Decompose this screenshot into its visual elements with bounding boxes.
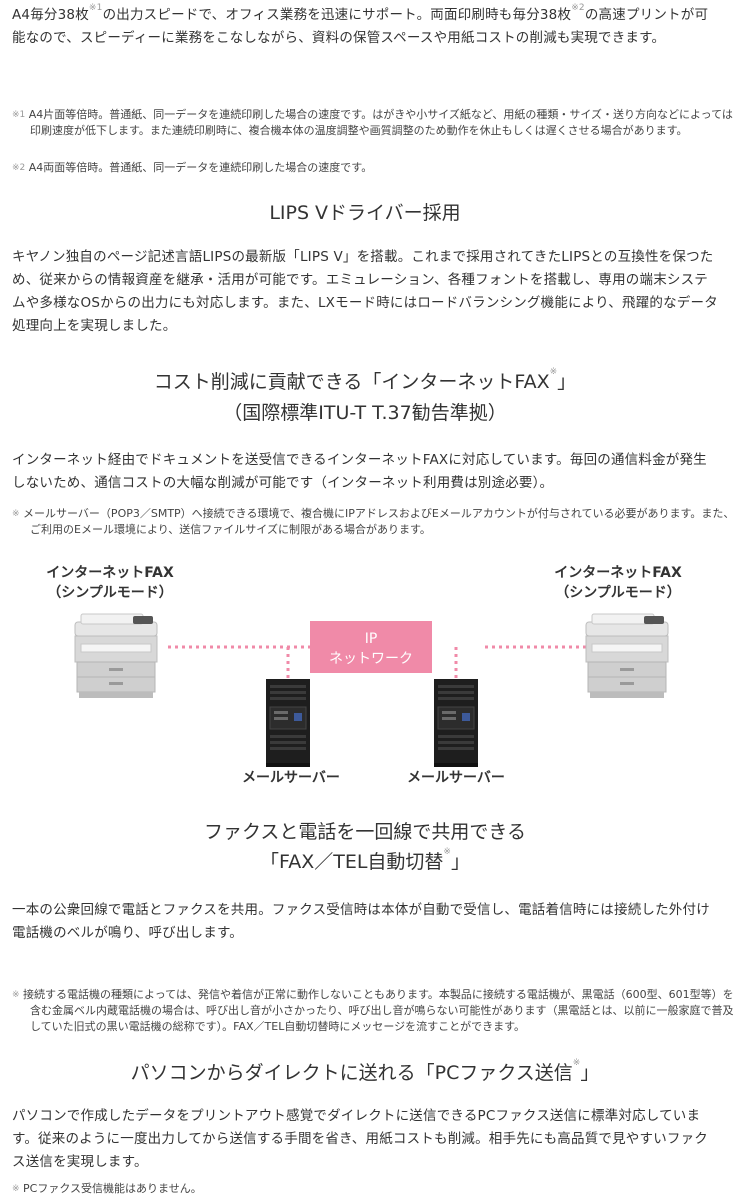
pcfax-paragraph: パソコンで作成したデータをプリントアウト感覚でダイレクトに送信できるPCファクス…	[12, 1108, 708, 1170]
ip-network-box	[310, 621, 432, 673]
pcfax-heading-text: パソコンからダイレクトに送れる「PCファクス送信	[130, 1062, 573, 1084]
left-fax-label: インターネットFAX （シンプルモード）	[30, 563, 190, 603]
ifax-paragraph: インターネット経由でドキュメントを送受信できるインターネットFAXに対応していま…	[12, 452, 707, 491]
right-fax-label-line1: インターネットFAX	[554, 565, 682, 581]
right-fax-label-line2: （シンプルモード）	[555, 585, 681, 601]
footnote-ref-2: ※2	[571, 3, 585, 13]
ifax-heading-ref: ※	[549, 367, 558, 377]
left-fax-label-line1: インターネットFAX	[46, 565, 174, 581]
mail-server-label-right: メールサーバー	[407, 770, 505, 786]
speed-text-c: の高速プリントが可能なので、スピーディーに業務をこなしながら、資料の保管スペース…	[12, 7, 709, 46]
ip-network-label-2: ネットワーク	[329, 651, 413, 667]
pcfax-heading: パソコンからダイレクトに送れる「PCファクス送信※」	[0, 1059, 730, 1087]
server-icon	[434, 679, 478, 767]
lips-paragraph: キヤノン独自のページ記述言語LIPSの最新版「LIPS V」を搭載。これまで採用…	[12, 249, 718, 334]
faxtel-subheading-end: 」	[450, 851, 470, 873]
diagram-svg: IP ネットワーク	[74, 613, 669, 767]
footnote-2-text: A4両面等倍時。普通紙、同一データを連続印刷した場合の速度です。	[28, 161, 373, 174]
printer-icon	[74, 613, 158, 698]
speed-text-b: の出力スピードで、オフィス業務を迅速にサポート。両面印刷時も毎分38枚	[102, 7, 572, 23]
faxtel-heading: ファクスと電話を一回線で共用できる	[203, 821, 527, 843]
ifax-footnote-mark: ※	[12, 509, 20, 519]
faxtel-footnote-mark: ※	[12, 990, 20, 1000]
pcfax-heading-ref: ※	[572, 1058, 581, 1068]
footnote-1-text: A4片面等倍時。普通紙、同一データを連続印刷した場合の速度です。はがきや小サイズ…	[28, 108, 733, 137]
ifax-footnote: ※ メールサーバー（POP3／SMTP）へ接続できる環境で、複合機にIPアドレス…	[12, 506, 736, 538]
speed-text-a: A4毎分38枚	[12, 7, 89, 23]
faxtel-footnote: ※ 接続する電話機の種類によっては、発信や着信が正常に動作しないこともあります。…	[12, 987, 736, 1035]
mail-server-label-left: メールサーバー	[242, 770, 340, 786]
pcfax-footnote-text: PCファクス受信機能はありません。	[23, 1182, 202, 1195]
ifax-subheading: （国際標準ITU-T T.37勧告準拠）	[223, 402, 507, 424]
faxtel-footnote-text: 接続する電話機の種類によっては、発信や着信が正常に動作しないこともあります。本製…	[23, 988, 734, 1033]
network-lines	[168, 645, 586, 679]
ip-network-label-1: IP	[365, 631, 378, 647]
speed-paragraph: A4毎分38枚※1の出力スピードで、オフィス業務を迅速にサポート。両面印刷時も毎…	[12, 4, 718, 50]
pcfax-footnote-mark: ※	[12, 1184, 20, 1194]
printer-icon	[585, 613, 669, 698]
ifax-heading-end: 」	[557, 371, 577, 393]
faxtel-subheading: 「FAX／TEL自動切替※」	[0, 848, 730, 876]
footnote-2: ※2 A4両面等倍時。普通紙、同一データを連続印刷した場合の速度です。	[12, 160, 736, 176]
lips-heading: LIPS Vドライバー採用	[269, 202, 461, 224]
server-icon	[266, 679, 310, 767]
faxtel-paragraph: 一本の公衆回線で電話とファクスを共用。ファクス受信時は本体が自動で受信し、電話着…	[12, 902, 710, 941]
pcfax-footnote: ※ PCファクス受信機能はありません。	[12, 1181, 736, 1197]
ifax-heading: コスト削減に貢献できる「インターネットFAX※」	[0, 368, 730, 396]
faxtel-subheading-ref: ※	[443, 847, 451, 857]
footnote-ref-1: ※1	[88, 3, 103, 13]
left-fax-label-line2: （シンプルモード）	[47, 585, 173, 601]
faxtel-subheading-text: 「FAX／TEL自動切替	[260, 851, 444, 873]
pcfax-heading-end: 」	[580, 1062, 600, 1084]
right-fax-label: インターネットFAX （シンプルモード）	[538, 563, 698, 603]
ifax-diagram: インターネットFAX （シンプルモード） インターネットFAX （シンプルモード…	[0, 555, 730, 805]
ifax-footnote-text: メールサーバー（POP3／SMTP）へ接続できる環境で、複合機にIPアドレスおよ…	[23, 507, 735, 536]
footnote-1-mark: ※1	[12, 110, 26, 120]
footnote-2-mark: ※2	[12, 163, 26, 173]
footnote-1: ※1 A4片面等倍時。普通紙、同一データを連続印刷した場合の速度です。はがきや小…	[12, 107, 736, 139]
ifax-heading-text: コスト削減に貢献できる「インターネットFAX	[153, 371, 550, 393]
